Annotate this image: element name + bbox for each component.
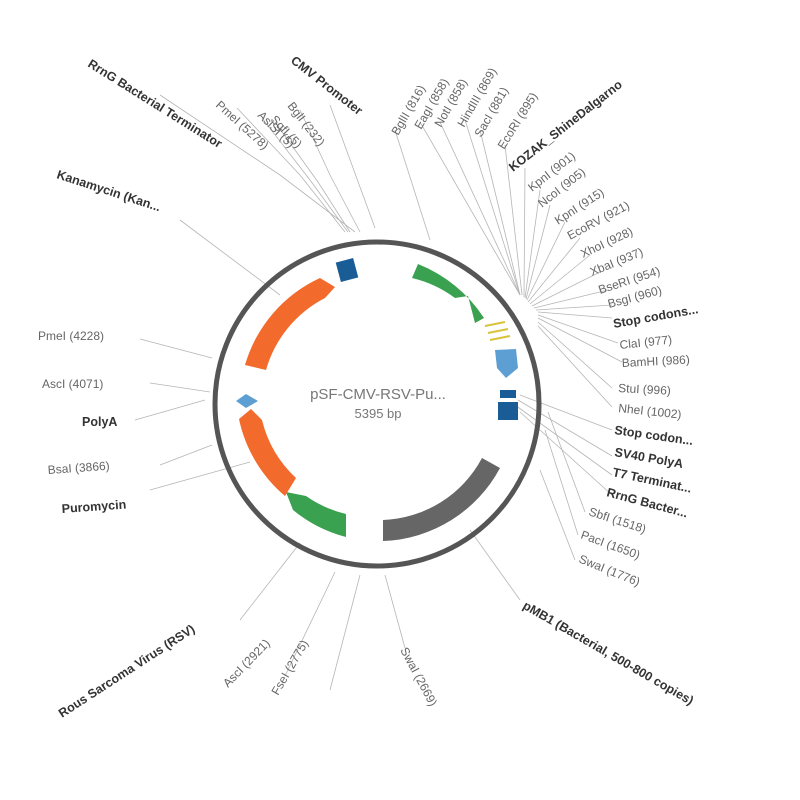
- feature-t7-rrng: [498, 402, 518, 420]
- feature-polya: [236, 394, 258, 408]
- label-fsei: FseI (2775): [268, 637, 311, 697]
- label-pmei-4228: PmeI (4228): [38, 329, 104, 343]
- label-pmb1: pMB1 (Bacterial, 500-800 copies): [521, 598, 696, 707]
- label-puromycin: Puromycin: [61, 498, 126, 516]
- label-rrng-terminator: RrnG Bacterial Terminator: [85, 57, 224, 151]
- label-swai-2669: SwaI (2669): [397, 645, 440, 709]
- label-stui: StuI (996): [618, 381, 671, 398]
- feature-sv40-polya: [500, 390, 516, 398]
- feature-pmb1-origin: [383, 458, 500, 541]
- label-clai: ClaI (977): [619, 333, 673, 352]
- feature-puromycin: [239, 409, 296, 496]
- feature-cmv-promoter: [412, 264, 484, 323]
- feature-kozak: [495, 349, 518, 378]
- feature-rsv: [286, 492, 346, 537]
- label-rsv: Rous Sarcoma Virus (RSV): [56, 622, 197, 721]
- label-bsai: BsaI (3866): [47, 459, 110, 477]
- plasmid-size: 5395 bp: [355, 406, 402, 421]
- plasmid-backbone: [212, 239, 542, 569]
- label-polya: PolyA: [82, 415, 117, 429]
- label-asci-4071: AscI (4071): [42, 377, 103, 391]
- feature-stop-codons: [484, 321, 511, 341]
- feature-kanamycin: [245, 278, 335, 370]
- leader-lines: [134, 94, 623, 691]
- feature-rrng-terminator-top: [335, 258, 359, 282]
- plasmid-name: pSF-CMV-RSV-Pu...: [310, 386, 446, 403]
- label-bamhi: BamHI (986): [621, 352, 690, 370]
- label-asci-2921: AscI (2921): [220, 636, 273, 690]
- label-kanamycin: Kanamycin (Kan...: [55, 168, 162, 215]
- label-nhei: NheI (1002): [618, 401, 682, 422]
- features: [236, 258, 518, 541]
- label-stop-codon: Stop codon...: [614, 423, 694, 448]
